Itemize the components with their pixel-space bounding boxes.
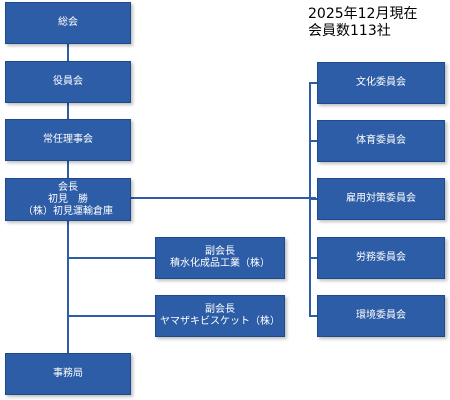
committee-box-employment: 雇用対策委員会 — [317, 178, 445, 220]
committee-branch-1 — [309, 82, 317, 84]
committee-box-labor: 労務委員会 — [317, 237, 445, 279]
member-count: 会員数113社 — [308, 23, 391, 39]
committee-label: 環境委員会 — [356, 310, 406, 321]
board-box: 役員会 — [5, 61, 131, 103]
committee-label: 文化委員会 — [356, 77, 406, 88]
vice-chair-2-connector — [68, 315, 155, 317]
vice-chair-box-1: 副会長 積水化成品工業（株） — [155, 237, 285, 279]
chairman-committee-connector — [130, 197, 316, 199]
vice-chair-1-title: 副会長 — [205, 246, 235, 257]
committee-box-culture: 文化委員会 — [317, 62, 445, 104]
chairman-name: 初見 勝 — [48, 193, 88, 205]
committee-label: 雇用対策委員会 — [346, 193, 416, 204]
chairman-title: 会長 — [58, 181, 78, 193]
committee-branch-3 — [309, 198, 317, 200]
as-of-date: 2025年12月現在 — [308, 6, 418, 22]
committee-branch-2 — [309, 140, 317, 142]
vice-chair-1-company: 積水化成品工業（株） — [170, 258, 270, 269]
committee-box-environment: 環境委員会 — [317, 295, 445, 337]
vice-chair-box-2: 副会長 ヤマザキビスケット（株） — [155, 295, 285, 337]
standing-board-box: 常任理事会 — [5, 119, 131, 161]
general-assembly-label: 総会 — [58, 17, 78, 28]
committee-branch-5 — [309, 315, 317, 317]
general-assembly-box: 総会 — [5, 2, 131, 44]
committee-label: 体育委員会 — [356, 135, 406, 146]
committee-label: 労務委員会 — [356, 252, 406, 263]
committee-box-sports: 体育委員会 — [317, 120, 445, 162]
vice-chair-2-title: 副会長 — [205, 304, 235, 315]
chairman-box: 会長 初見 勝 （株）初見運輸倉庫 — [5, 178, 131, 221]
vice-chair-2-company: ヤマザキビスケット（株） — [160, 316, 280, 327]
chairman-company: （株）初見運輸倉庫 — [23, 205, 113, 217]
vice-chair-1-connector — [68, 257, 155, 259]
committee-branch-4 — [309, 257, 317, 259]
secretariat-label: 事務局 — [53, 368, 83, 379]
board-label: 役員会 — [53, 76, 83, 87]
secretariat-box: 事務局 — [5, 353, 131, 395]
standing-board-label: 常任理事会 — [43, 134, 93, 145]
